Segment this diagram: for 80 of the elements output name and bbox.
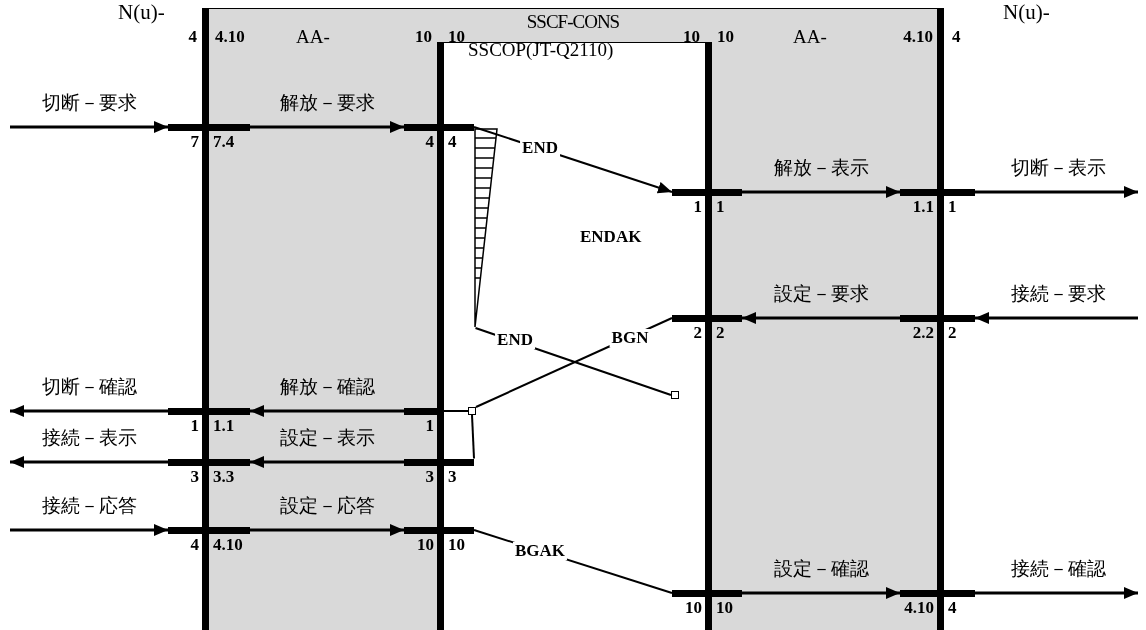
state-number: 1: [425, 416, 434, 435]
state-number: 4.10: [213, 535, 243, 554]
state-number: 10: [683, 27, 700, 47]
connector-line: [443, 410, 469, 412]
state-number: 4: [448, 132, 457, 151]
message-arrow: [250, 121, 404, 133]
message-arrow: [10, 456, 168, 468]
message-arrow: [10, 405, 168, 417]
connection-square: [468, 407, 476, 415]
state-number: 10: [717, 27, 734, 47]
state-number: 4.10: [215, 27, 245, 47]
message-label: 解放－要求: [279, 92, 375, 114]
message-label: 設定－応答: [279, 495, 375, 517]
state-number: 4: [952, 27, 961, 47]
signal-label: ENDAK: [580, 227, 642, 247]
layer-label: N(u)-: [118, 2, 165, 22]
state-number: 3: [425, 467, 434, 486]
protocol-sublayer-panel: [437, 42, 712, 630]
state-number: 3.3: [213, 467, 235, 486]
message-label: 接続－要求: [1010, 283, 1106, 305]
signal-label: END: [520, 139, 560, 157]
panel-heading: SSCF-CONS: [526, 11, 620, 33]
state-number: 4.10: [903, 27, 933, 47]
protocol-panel: [202, 8, 944, 630]
signal-label: BGAK: [512, 542, 568, 560]
panel-heading: SSCOP(JT-Q2110): [468, 39, 614, 61]
state-number: 7.4: [213, 132, 235, 151]
message-label: 解放－確認: [279, 376, 375, 398]
state-number: 2: [693, 323, 702, 342]
message-arrow: [250, 405, 404, 417]
state-number: 10: [685, 598, 702, 617]
state-number: 10: [448, 27, 465, 47]
message-arrow: [975, 312, 1138, 324]
message-label: 切断－確認: [41, 376, 137, 398]
state-number: 10: [716, 598, 733, 617]
message-arrow: [742, 186, 900, 198]
layer-label: N(u)-: [1003, 2, 1050, 22]
message-arrow: [250, 456, 404, 468]
state-number: 3: [448, 467, 457, 486]
message-label: 接続－確認: [1010, 558, 1106, 580]
state-number: 3: [190, 467, 199, 486]
message-label: 切断－要求: [41, 92, 137, 114]
state-number: 7: [190, 132, 199, 151]
message-label: 設定－表示: [279, 427, 375, 449]
connector-line: [471, 414, 475, 460]
layer-label: AA-: [296, 27, 330, 47]
state-number: 1: [693, 197, 702, 216]
message-label: 切断－表示: [1010, 157, 1106, 179]
message-arrow: [742, 587, 900, 599]
message-label: 接続－表示: [41, 427, 137, 449]
connection-square: [671, 391, 679, 399]
state-number: 10: [417, 535, 434, 554]
state-number: 4.10: [904, 598, 934, 617]
state-number: 10: [448, 535, 465, 554]
state-number: 1: [190, 416, 199, 435]
message-arrow: [975, 587, 1138, 599]
state-number: 1.1: [213, 416, 235, 435]
state-number: 1.1: [912, 197, 934, 216]
state-number: 1: [948, 197, 957, 216]
state-number: 1: [716, 197, 725, 216]
message-arrow: [742, 312, 900, 324]
message-label: 接続－応答: [41, 495, 137, 517]
message-label: 設定－確認: [773, 558, 869, 580]
state-number: 4: [948, 598, 957, 617]
state-number: 2.2: [912, 323, 934, 342]
state-number: 4: [190, 535, 199, 554]
state-number: 2: [716, 323, 725, 342]
message-arrow: [10, 524, 168, 536]
signal-label: BGN: [609, 329, 651, 347]
message-arrow: [975, 186, 1138, 198]
state-number: 4: [425, 132, 434, 151]
message-label: 設定－要求: [773, 283, 869, 305]
layer-label: AA-: [793, 27, 827, 47]
message-arrow: [250, 524, 404, 536]
state-number: 2: [948, 323, 957, 342]
state-number: 4: [188, 27, 197, 47]
message-arrow: [10, 121, 168, 133]
message-label: 解放－表示: [773, 157, 869, 179]
signal-label: END: [495, 331, 535, 349]
state-number: 10: [415, 27, 432, 47]
